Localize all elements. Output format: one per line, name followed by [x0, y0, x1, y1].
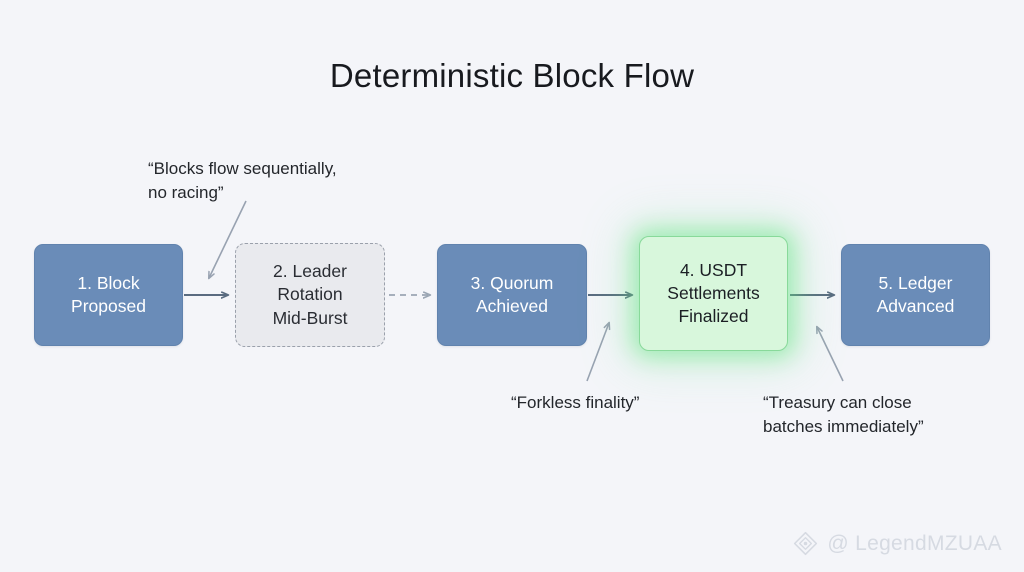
flow-node-label: 1. Block Proposed [71, 272, 146, 316]
flow-node-ledger-advanced[interactable]: 5. Ledger Advanced [841, 244, 990, 346]
flow-node-label: 5. Ledger Advanced [876, 272, 955, 316]
flow-node-label: 2. Leader Rotation Mid-Burst [272, 261, 348, 328]
annotation-forkless-note: “Forkless finality” [511, 393, 640, 412]
flow-node-leader-rotation[interactable]: 2. Leader Rotation Mid-Burst [235, 243, 385, 347]
page-title: Deterministic Block Flow [329, 57, 695, 94]
diamond-logo-icon [794, 531, 818, 556]
leader-line-forkless-note [586, 321, 611, 382]
leader-line-treasury-note [815, 325, 844, 382]
flow-node-label: 4. USDT Settlements Finalized [667, 259, 760, 327]
annotation-sequential-note: “Blocks flow sequentially, no racing” [148, 159, 337, 203]
flow-node-label: 3. Quorum Achieved [470, 272, 554, 316]
watermark-handle: @ LegendMZUAA [827, 531, 1002, 555]
annotation-treasury-note: “Treasury can close batches immediately” [763, 393, 924, 437]
flow-node-quorum-achieved[interactable]: 3. Quorum Achieved [437, 244, 587, 346]
flow-node-block-proposed[interactable]: 1. Block Proposed [34, 244, 183, 346]
watermark: @ LegendMZUAA [793, 531, 1002, 556]
flow-node-usdt-settlements[interactable]: 4. USDT Settlements Finalized [639, 236, 788, 351]
